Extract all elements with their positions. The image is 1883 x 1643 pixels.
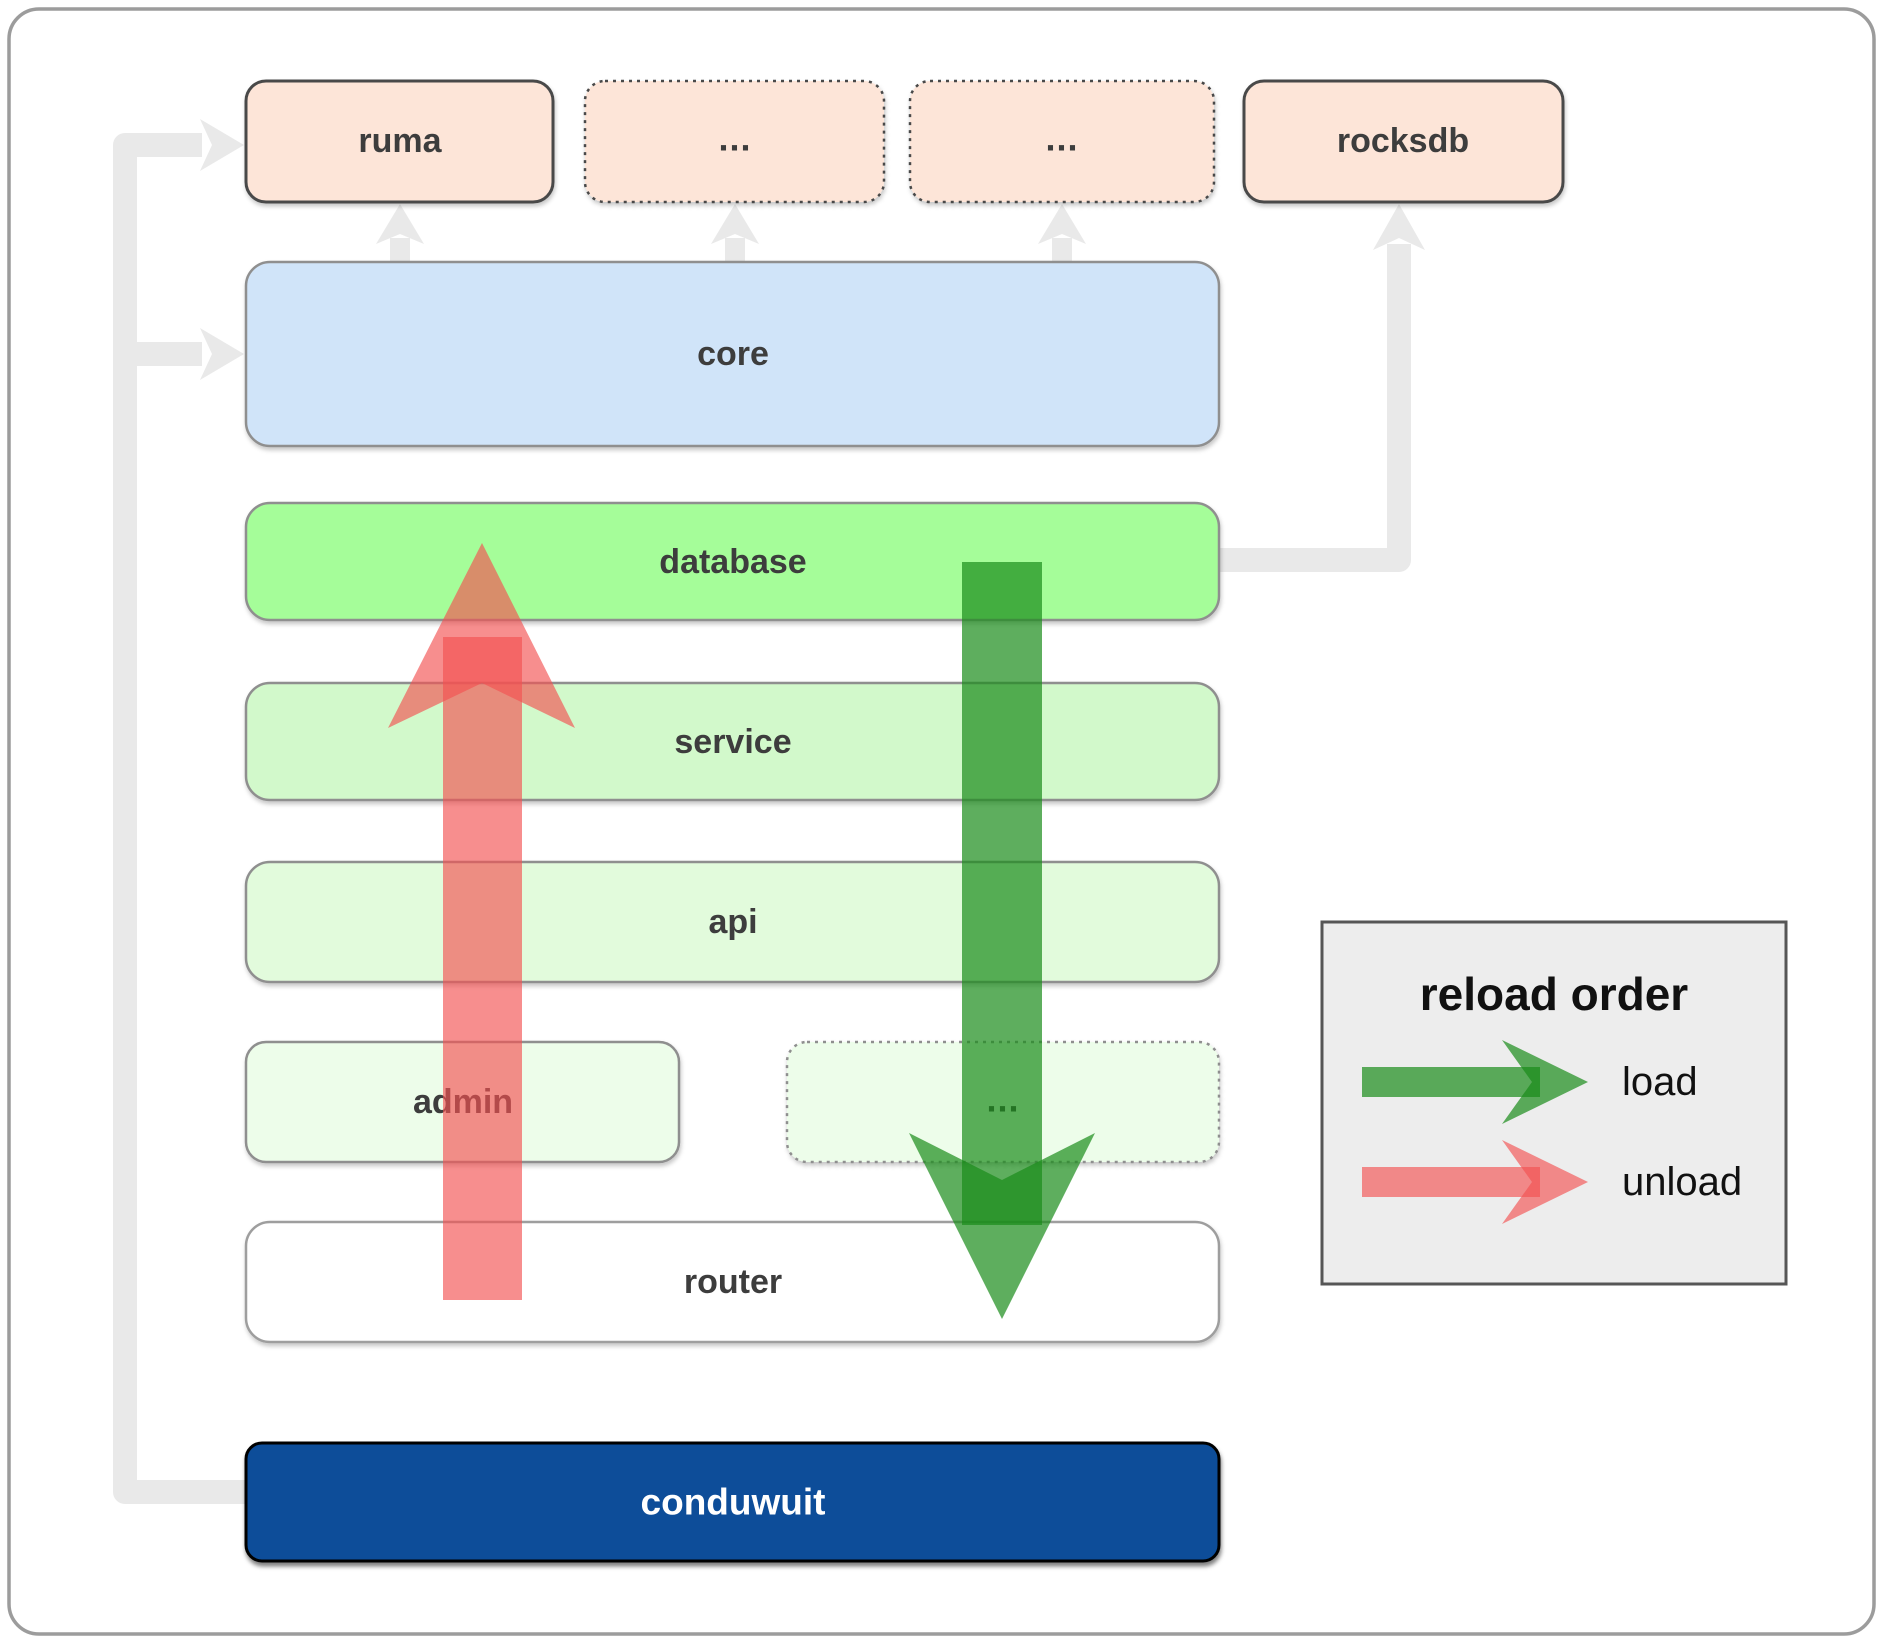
connector-database-to-rocksdb (1219, 244, 1411, 572)
legend-unload-shaft (1362, 1167, 1540, 1197)
legend: reload order load unload (1320, 920, 1788, 1286)
connector-conduwuit-to-ruma (113, 133, 246, 1504)
label-conduwuit: conduwuit (641, 1482, 826, 1523)
load-arrow-head (909, 1133, 1095, 1319)
legend-load-shaft (1362, 1067, 1540, 1097)
box-dependency-dots-1 (583, 79, 886, 204)
arrowhead-to-ruma (200, 119, 244, 171)
label-ruma: ruma (358, 122, 442, 160)
label-router: router (684, 1263, 782, 1301)
arrowhead-to-core (200, 328, 244, 380)
legend-unload-label: unload (1622, 1160, 1742, 1204)
label-rocksdb: rocksdb (1337, 122, 1469, 160)
unload-arrow (388, 543, 575, 1300)
connector-group (113, 119, 1425, 1504)
load-arrow (909, 562, 1095, 1319)
arrowhead-core-to-dots-1 (711, 204, 759, 244)
box-conduwuit (244, 1441, 1221, 1563)
unload-arrow-shaft (443, 637, 522, 1300)
legend-load-head (1502, 1040, 1588, 1124)
box-core (244, 260, 1221, 448)
legend-unload-arrow-icon (1362, 1140, 1588, 1224)
legend-unload-head (1502, 1140, 1588, 1224)
unload-arrow-head (388, 543, 575, 728)
legend-title: reload order (1420, 968, 1689, 1020)
label-dots-1: ... (718, 118, 751, 159)
arrowhead-core-to-ruma (376, 204, 424, 244)
arrowhead-to-rocksdb (1373, 204, 1425, 250)
legend-load-label: load (1622, 1060, 1698, 1104)
arrowhead-core-to-dots-2 (1038, 204, 1086, 244)
box-ruma (244, 79, 555, 204)
legend-box (1320, 920, 1788, 1286)
box-dependency-dots-2 (908, 79, 1216, 204)
label-api: api (708, 903, 757, 941)
label-core: core (697, 335, 769, 373)
label-database: database (659, 543, 806, 581)
diagram-frame (7, 7, 1876, 1636)
legend-load-arrow-icon (1362, 1040, 1588, 1124)
box-rocksdb (1242, 79, 1565, 204)
label-service: service (674, 723, 791, 761)
load-arrow-shaft (962, 562, 1042, 1225)
label-dots-2: ... (1045, 118, 1078, 159)
